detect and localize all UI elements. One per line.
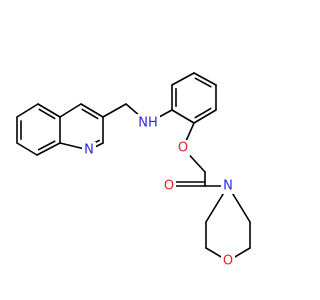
bond-b6-b1: [171, 109, 195, 124]
bond-inner-q5-q6: [38, 108, 56, 120]
bond-b5-b6: [193, 109, 217, 124]
quinoline-nitrogen-label: N: [84, 143, 94, 158]
carbonyl-oxygen-atom: O: [162, 178, 176, 194]
bond-q3-q4: [36, 142, 61, 156]
bond-b3-b4: [193, 72, 217, 86]
bond-q7-q8: [80, 103, 104, 118]
morpholine-oxygen-label: O: [223, 254, 233, 269]
bond-q5-q6: [37, 103, 61, 118]
bond-b2-b3: [171, 72, 195, 86]
morpholine-nitrogen-atom: N: [221, 178, 235, 194]
quinoline-nitrogen-atom: N: [82, 142, 96, 158]
bond-inner-b3-b4: [194, 77, 212, 88]
ether-oxygen-label: O: [178, 141, 188, 156]
atom-labels: NH N O O N O: [82, 114, 235, 269]
bond-inner-q7-q8: [81, 108, 99, 120]
bond-inner-q3-q4: [37, 140, 56, 151]
bond-inner-b5-b6: [194, 107, 212, 119]
morpholine-oxygen-atom: O: [221, 253, 235, 269]
carbonyl-oxygen-label: O: [164, 179, 174, 194]
bond-q8-ch2a: [102, 103, 127, 118]
bond-lines: [16, 72, 251, 262]
structure-diagram: NH N O O N O: [16, 72, 251, 269]
bond-q5-q7: [59, 103, 82, 118]
ether-oxygen-atom: O: [176, 140, 190, 156]
bond-q6-q1: [16, 103, 39, 118]
bond-q2-q3: [16, 142, 38, 156]
morpholine-nitrogen-label: N: [223, 179, 233, 194]
nh-atom: NH: [136, 114, 160, 132]
nh-label: NH: [138, 116, 158, 131]
